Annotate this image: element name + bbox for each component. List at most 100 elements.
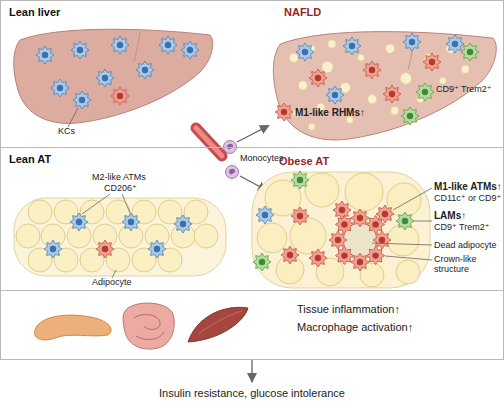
effect-text: Macrophage activation↑ — [297, 321, 413, 334]
lipid-associated-macrophage — [396, 212, 414, 230]
callout-label: LAMs↑ — [434, 210, 466, 222]
fat-droplet — [298, 81, 307, 90]
adipocyte — [345, 173, 383, 211]
fat-droplet — [340, 83, 350, 93]
leader-line — [393, 188, 432, 210]
fat-droplet — [368, 95, 377, 104]
trem2-macrophage — [416, 83, 434, 101]
leader-line — [122, 194, 130, 213]
outcome-box: Insulin resistance, glucose intolerance — [0, 382, 504, 408]
callout-label: Dead adipocyte — [434, 240, 497, 250]
kupffer-cell — [403, 33, 421, 51]
leader-line — [82, 194, 110, 214]
panel-heading: Lean liver — [9, 6, 60, 19]
effect-band: Tissue inflammation↑ Macrophage activatio… — [0, 290, 504, 360]
adipose-depot — [14, 198, 226, 276]
callout-label: Adipocyte — [92, 277, 132, 287]
fat-droplet — [386, 44, 395, 53]
fat-droplet — [391, 107, 399, 115]
kupffer-cell — [136, 61, 154, 79]
liver-panel: Lean liver NAFLD — [0, 0, 504, 148]
kupffer-cell — [343, 37, 361, 55]
callout-label: M1-like RHMs↑ — [295, 107, 365, 119]
kupffer-cell — [111, 36, 129, 54]
fat-droplet — [358, 54, 365, 61]
leader-line — [372, 243, 432, 245]
muscle-icon — [188, 307, 248, 342]
callout-label: M1-like ATMs↑ — [434, 181, 502, 193]
liver-ligament — [134, 32, 140, 62]
m1-macrophage — [383, 85, 401, 103]
kupffer-cell — [159, 36, 177, 54]
m1-macrophage — [363, 61, 381, 79]
panel-heading: Lean AT — [9, 153, 51, 166]
m2-macrophage — [148, 240, 166, 258]
callout-label: M2-like ATMs — [92, 172, 146, 182]
m1-macrophage — [309, 69, 327, 87]
kupffer-cell — [71, 41, 89, 59]
kupffer-cell — [326, 86, 344, 104]
effect-text: Tissue inflammation↑ — [297, 303, 400, 316]
leader-line — [385, 256, 432, 260]
callout-label: CD9⁺ Trem2⁺ — [434, 222, 490, 232]
panel-heading: NAFLD — [284, 6, 321, 19]
migration-arrow — [237, 126, 268, 142]
fat-droplet — [439, 77, 446, 84]
blood-vessel-lumen — [196, 128, 222, 156]
callout-label: CD9⁺ Trem2⁺ — [436, 84, 492, 94]
adipocyte — [305, 173, 339, 207]
fat-droplet — [328, 40, 336, 48]
blood-vessel — [196, 128, 222, 156]
liver-shape — [273, 32, 496, 140]
adipocyte — [16, 224, 40, 248]
pancreas-icon — [35, 315, 112, 340]
kupffer-cell — [51, 79, 69, 97]
m1-macrophage — [376, 205, 394, 223]
kupffer-cell — [181, 41, 199, 59]
callout-label: Monocytes — [240, 153, 284, 163]
adipocyte — [257, 223, 287, 253]
leader-line — [414, 221, 432, 222]
fat-droplet — [322, 61, 333, 73]
callout-label: CD11c⁺ or CD9⁺ — [434, 193, 501, 203]
callout-label: CD206⁺ — [104, 183, 137, 193]
liver-shape — [14, 29, 213, 123]
m2-macrophage — [44, 240, 62, 258]
leader-line — [68, 108, 78, 127]
adipose-panel: Lean AT Obese AT — [0, 147, 504, 291]
kupffer-cell — [296, 43, 314, 61]
lipid-associated-macrophage — [291, 171, 309, 189]
fat-droplet — [461, 65, 469, 73]
intestine-icon — [123, 303, 174, 349]
kupffer-cell — [36, 46, 54, 64]
m1-macrophage — [333, 201, 351, 219]
m1-macrophage — [96, 240, 114, 258]
trem2-macrophage — [461, 43, 479, 61]
kupffer-cell — [446, 35, 464, 53]
callout-label: Crown-like structure — [434, 254, 500, 275]
fat-droplet — [289, 53, 298, 62]
trem2-macrophage — [401, 107, 419, 125]
intestine-coil — [134, 315, 164, 340]
adipocyte — [194, 224, 218, 248]
adipose-depot — [252, 172, 430, 288]
m2-macrophage — [122, 213, 140, 231]
monocyte — [226, 166, 239, 179]
kupffer-cell — [96, 69, 114, 87]
adipocyte — [387, 224, 419, 256]
m1-macrophage — [275, 103, 293, 121]
m1-macrophage — [111, 87, 129, 105]
callout-label: KCs — [58, 126, 75, 136]
adipocyte — [28, 200, 52, 224]
muscle-striation — [198, 311, 242, 334]
adipocyte — [396, 260, 420, 284]
lipid-associated-macrophage — [253, 253, 271, 271]
m2-macrophage — [256, 206, 274, 224]
outcome-text: Insulin resistance, glucose intolerance — [0, 387, 504, 400]
m1-macrophage — [423, 53, 441, 71]
panel-heading: Obese AT — [279, 155, 329, 168]
adipocyte — [387, 183, 421, 217]
fat-droplet — [400, 73, 411, 85]
